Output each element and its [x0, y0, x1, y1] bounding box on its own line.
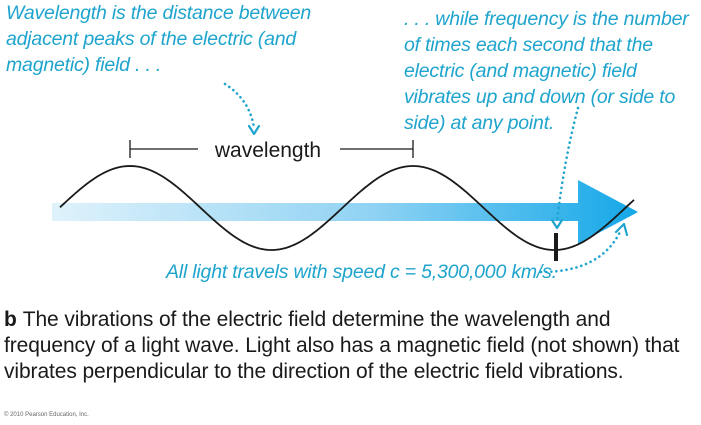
electric-field-wave: [59, 165, 635, 251]
frequency-pointer: [550, 106, 580, 230]
wavelength-bracket: [129, 140, 414, 158]
light-wave-diagram: wavelength: [52, 82, 638, 274]
wavelength-pointer: [223, 82, 261, 136]
caption-text: The vibrations of the electric field det…: [4, 308, 680, 383]
speed-callout: All light travels with speed c = 5,300,0…: [166, 261, 557, 283]
speed-pointer: [539, 222, 629, 274]
propagation-arrow: [52, 180, 638, 244]
wavelength-label: wavelength: [214, 139, 321, 162]
wavelength-definition-callout: Wavelength is the distance between adjac…: [6, 2, 312, 76]
frequency-definition-callout: . . . while frequency is the number of t…: [404, 8, 689, 134]
caption-letter: b: [4, 308, 17, 331]
measurement-point-marker: [554, 233, 558, 261]
copyright-notice: © 2010 Pearson Education, Inc.: [4, 412, 89, 418]
